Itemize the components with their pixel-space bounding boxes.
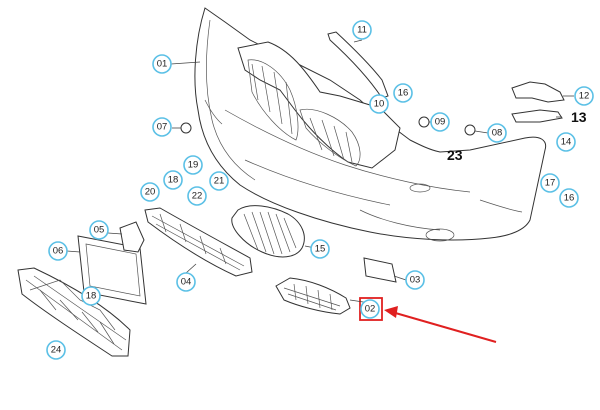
callout-01: 01 — [152, 54, 172, 74]
callout-20: 20 — [140, 182, 160, 202]
cover-plate — [363, 257, 397, 283]
svg-text:16: 16 — [564, 193, 575, 204]
callout-15: 15 — [310, 239, 330, 259]
svg-text:16: 16 — [398, 88, 409, 99]
fastener-09 — [418, 116, 430, 128]
svg-text:21: 21 — [214, 176, 225, 187]
license-plate-bracket — [77, 235, 147, 305]
callout-18-upper: 18 — [163, 170, 183, 190]
svg-text:03: 03 — [410, 275, 421, 286]
callout-14: 14 — [556, 132, 576, 152]
callout-16-right: 16 — [559, 188, 579, 208]
callout-10: 10 — [369, 94, 389, 114]
svg-text:08: 08 — [492, 128, 503, 139]
callout-06: 06 — [48, 241, 68, 261]
lower-intake-grille — [144, 207, 253, 277]
svg-text:06: 06 — [53, 246, 64, 257]
highlight-box — [359, 297, 383, 321]
upper-strip — [327, 31, 389, 99]
fastener-08 — [464, 124, 476, 136]
callout-17: 17 — [540, 173, 560, 193]
carrier-frame — [17, 267, 131, 357]
callout-11: 11 — [352, 20, 372, 40]
svg-text:11: 11 — [357, 25, 367, 36]
svg-text:20: 20 — [145, 187, 156, 198]
clip-07 — [180, 122, 192, 134]
svg-text:18: 18 — [168, 175, 179, 186]
label-23: 23 — [447, 147, 463, 163]
callout-16-top: 16 — [393, 83, 413, 103]
callout-07: 07 — [152, 117, 172, 137]
svg-text:22: 22 — [192, 191, 203, 202]
kidney-grille — [231, 205, 305, 258]
svg-text:05: 05 — [94, 225, 105, 236]
callout-18-lower: 18 — [81, 286, 101, 306]
svg-text:10: 10 — [374, 99, 385, 110]
side-bracket-lower — [511, 109, 563, 123]
svg-text:02: 02 — [365, 304, 376, 315]
callout-19: 19 — [183, 155, 203, 175]
callout-21: 21 — [209, 171, 229, 191]
tow-hook-cap — [119, 221, 145, 253]
callout-12: 12 — [574, 86, 594, 106]
svg-text:09: 09 — [435, 117, 446, 128]
callout-08: 08 — [487, 123, 507, 143]
svg-text:04: 04 — [181, 277, 192, 288]
kidney-grille-housing — [237, 41, 401, 169]
callout-22: 22 — [187, 186, 207, 206]
highlight-arrow-shaft — [391, 311, 497, 343]
side-grille-insert — [275, 277, 351, 315]
side-bracket-upper — [511, 81, 565, 103]
svg-text:12: 12 — [579, 91, 590, 102]
callout-04: 04 — [176, 272, 196, 292]
svg-text:01: 01 — [157, 59, 168, 70]
svg-text:18: 18 — [86, 291, 97, 302]
callout-09: 09 — [430, 112, 450, 132]
svg-text:14: 14 — [561, 137, 572, 148]
callout-05: 05 — [89, 220, 109, 240]
callout-24: 24 — [46, 340, 66, 360]
svg-text:15: 15 — [315, 244, 326, 255]
label-13: 13 — [571, 109, 587, 125]
callout-03: 03 — [405, 270, 425, 290]
svg-text:24: 24 — [51, 345, 62, 356]
svg-text:17: 17 — [545, 178, 556, 189]
svg-text:19: 19 — [188, 160, 199, 171]
callout-02: 02 — [360, 299, 380, 319]
svg-text:07: 07 — [157, 122, 168, 133]
highlight-arrow-head — [384, 306, 398, 318]
